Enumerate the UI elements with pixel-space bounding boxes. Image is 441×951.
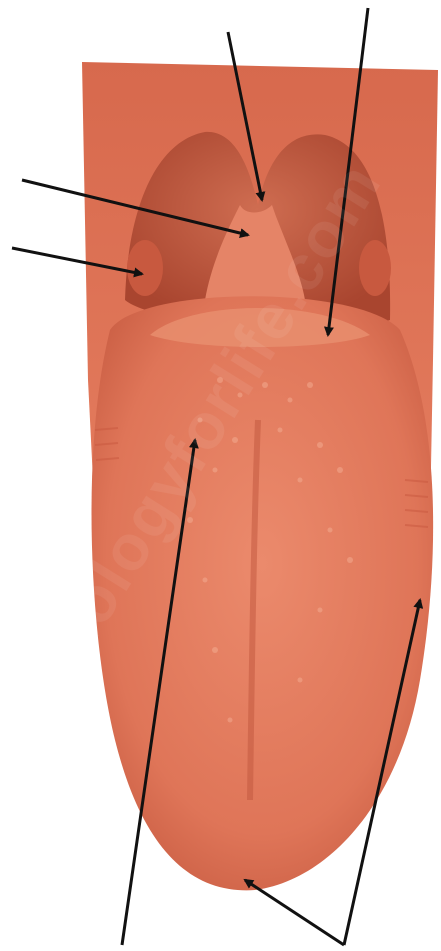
palatine-tonsil-right [359,240,391,296]
arrow-tip [245,880,344,945]
palatine-tonsil-left [127,240,163,296]
